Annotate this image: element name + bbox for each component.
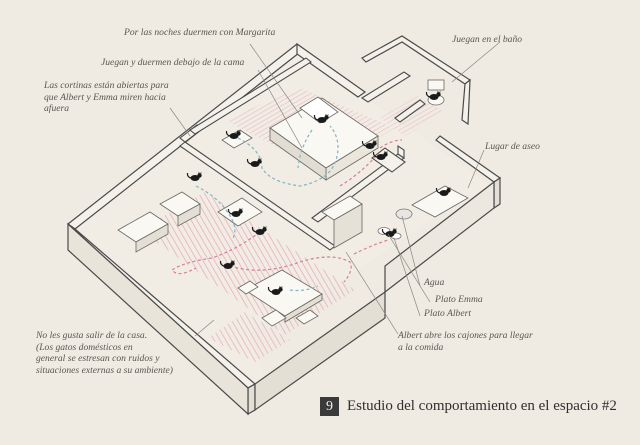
bed-icon	[269, 96, 379, 181]
movement-paths	[171, 125, 403, 292]
note-water: Agua	[424, 277, 445, 288]
table-icon	[244, 269, 323, 323]
note-bowl-emma: Plato Emma	[435, 294, 483, 305]
bathroom-activity-zone	[380, 96, 445, 136]
note-grooming: Lugar de aseo	[485, 141, 540, 152]
figure-number: 9	[320, 397, 339, 416]
furniture	[117, 79, 469, 327]
note-nights-margarita: Por las noches duermen con Margarita	[124, 27, 276, 38]
note-bowl-albert: Plato Albert	[424, 308, 471, 319]
note-drawers: Albert abre los cajones para llegar a la…	[398, 330, 533, 353]
note-curtains: Las cortinas están abiertas para que Alb…	[44, 80, 169, 114]
figure-caption: 9 Estudio del comportamiento en el espac…	[320, 397, 617, 416]
toilet-icon	[427, 79, 445, 106]
note-bathroom-play: Juegan en el baño	[452, 34, 523, 45]
dining-activity-zone	[208, 312, 290, 362]
leader-lines	[169, 41, 501, 337]
note-no-going-out: No les gusta salir de la casa. (Los gato…	[36, 330, 173, 376]
note-under-bed: Juegan y duermen debajo de la cama	[101, 57, 245, 68]
figure-title: Estudio del comportamiento en el espacio…	[347, 398, 617, 414]
sofa-icon	[117, 211, 169, 253]
